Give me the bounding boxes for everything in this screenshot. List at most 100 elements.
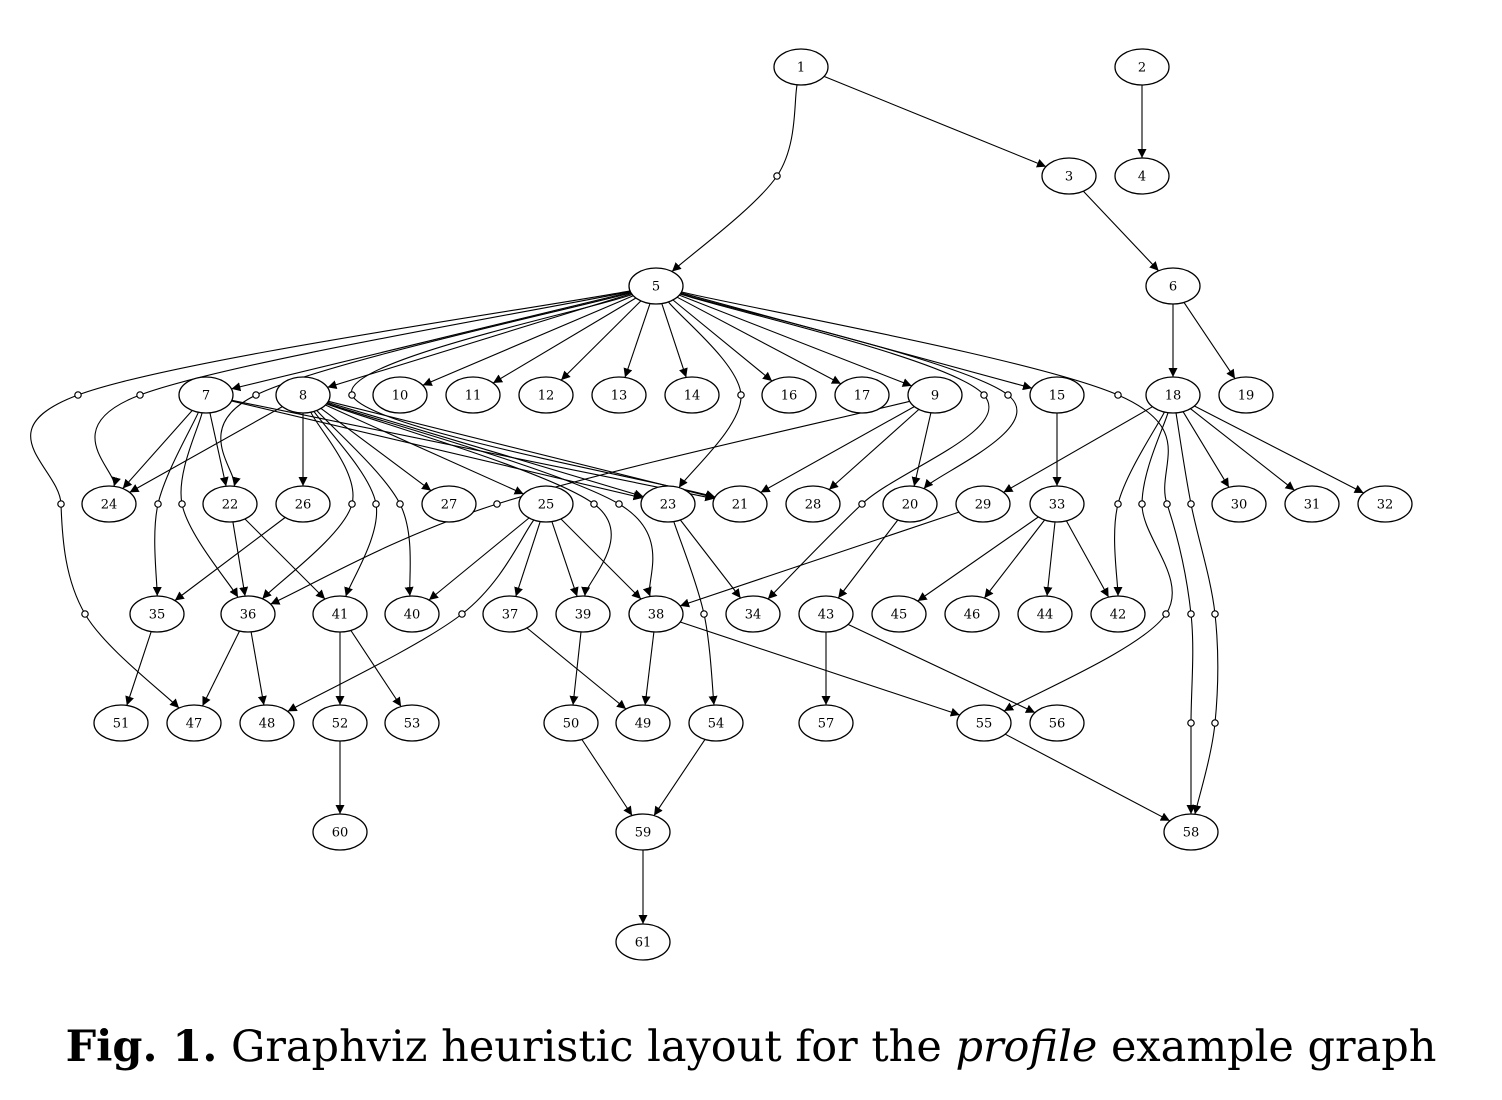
node-ellipse-60 [312,813,368,851]
virtual-node-5-58-2 [1163,500,1171,508]
edge-9-20 [911,412,932,487]
node-36: 36 [220,595,276,633]
virtual-node-18-55-1 [1138,500,1146,508]
node-label-3: 3 [1065,170,1073,185]
node-label-35: 35 [149,608,166,623]
node-31: 31 [1284,485,1340,523]
node-ellipse-16 [761,376,817,414]
node-35: 35 [129,595,185,633]
node-27: 27 [421,485,477,523]
node-60: 60 [312,813,368,851]
figure-caption: Fig. 1. Graphviz heuristic layout for th… [0,1022,1502,1072]
node-54: 54 [688,704,744,742]
node-ellipse-54 [688,704,744,742]
node-label-52: 52 [332,717,349,732]
edge-25-48 [287,519,535,712]
node-label-49: 49 [635,717,652,732]
edge-22-41 [244,518,326,600]
node-16: 16 [761,376,817,414]
node-label-36: 36 [240,608,257,623]
edge-8-24 [129,406,283,493]
node-label-34: 34 [745,608,762,623]
node-ellipse-9 [907,376,963,414]
node-ellipse-17 [834,376,890,414]
node-ellipse-31 [1284,485,1340,523]
edge-8-40 [316,410,414,597]
node-label-39: 39 [575,608,592,623]
edge-33-46 [983,519,1046,599]
edge-22-36 [232,521,249,597]
virtual-node-5-21-1 [348,391,356,399]
node-ellipse-34 [725,595,781,633]
node-label-17: 17 [854,389,871,404]
node-label-27: 27 [441,498,458,513]
edge-5-12 [560,300,642,381]
virtual-node-18-58-2 [1211,610,1219,618]
node-ellipse-15 [1029,376,1085,414]
node-label-55: 55 [976,717,993,732]
node-9: 9 [907,376,963,414]
node-5: 5 [628,267,684,305]
virtual-node-5-47-1 [74,391,82,399]
node-ellipse-56 [1029,704,1085,742]
node-label-7: 7 [202,389,210,404]
node-label-15: 15 [1049,389,1066,404]
edge-18-30 [1182,411,1230,488]
edge-33-44 [1043,521,1056,597]
node-ellipse-24 [81,485,137,523]
edge-38-55 [680,621,960,717]
node-30: 30 [1211,485,1267,523]
edge-5-13 [623,303,651,378]
virtual-node-5-23-1 [737,391,745,399]
node-59: 59 [615,813,671,851]
node-24: 24 [81,485,137,523]
node-ellipse-13 [591,376,647,414]
edge-6-19 [1183,302,1236,379]
virtual-node-18-58-1 [1187,500,1195,508]
edge-5-20 [680,293,1018,489]
edge-18-55 [1003,412,1173,712]
virtual-node-5-58-1 [1114,391,1122,399]
edge-33-45 [917,516,1039,602]
node-8: 8 [275,376,331,414]
node-ellipse-59 [615,813,671,851]
node-55: 55 [956,704,1012,742]
node-ellipse-28 [785,485,841,523]
node-ellipse-5 [628,267,684,305]
edge-8-23 [327,401,644,499]
node-label-40: 40 [404,608,421,623]
virtual-node-8-36-1 [348,500,356,508]
edge-25-38 [560,518,642,600]
edge-5-14 [661,303,688,378]
node-label-8: 8 [299,389,307,404]
edge-5-10 [422,295,634,386]
node-ellipse-48 [239,704,295,742]
caption-text-before: Graphviz heuristic layout for the [231,1022,942,1072]
edge-5-16 [672,299,773,382]
node-53: 53 [384,704,440,742]
node-label-61: 61 [635,936,652,951]
node-ellipse-29 [955,485,1011,523]
node-label-23: 23 [660,498,677,513]
node-15: 15 [1029,376,1085,414]
virtual-node-5-20-1 [1004,391,1012,399]
node-label-30: 30 [1231,498,1248,513]
virtual-node-5-22-1 [252,391,260,399]
node-ellipse-18 [1145,376,1201,414]
node-label-60: 60 [332,826,349,841]
node-ellipse-32 [1357,485,1413,523]
node-50: 50 [543,704,599,742]
virtual-node-7-36-1 [178,500,186,508]
node-label-51: 51 [113,717,130,732]
node-29: 29 [955,485,1011,523]
edge-41-53 [350,630,402,707]
node-ellipse-12 [518,376,574,414]
node-ellipse-3 [1041,157,1097,195]
node-ellipse-22 [202,485,258,523]
node-ellipse-7 [178,376,234,414]
node-48: 48 [239,704,295,742]
edge-36-47 [202,630,240,707]
virtual-node-18-58-3 [1211,719,1219,727]
caption-emphasis: profile [955,1022,1098,1072]
